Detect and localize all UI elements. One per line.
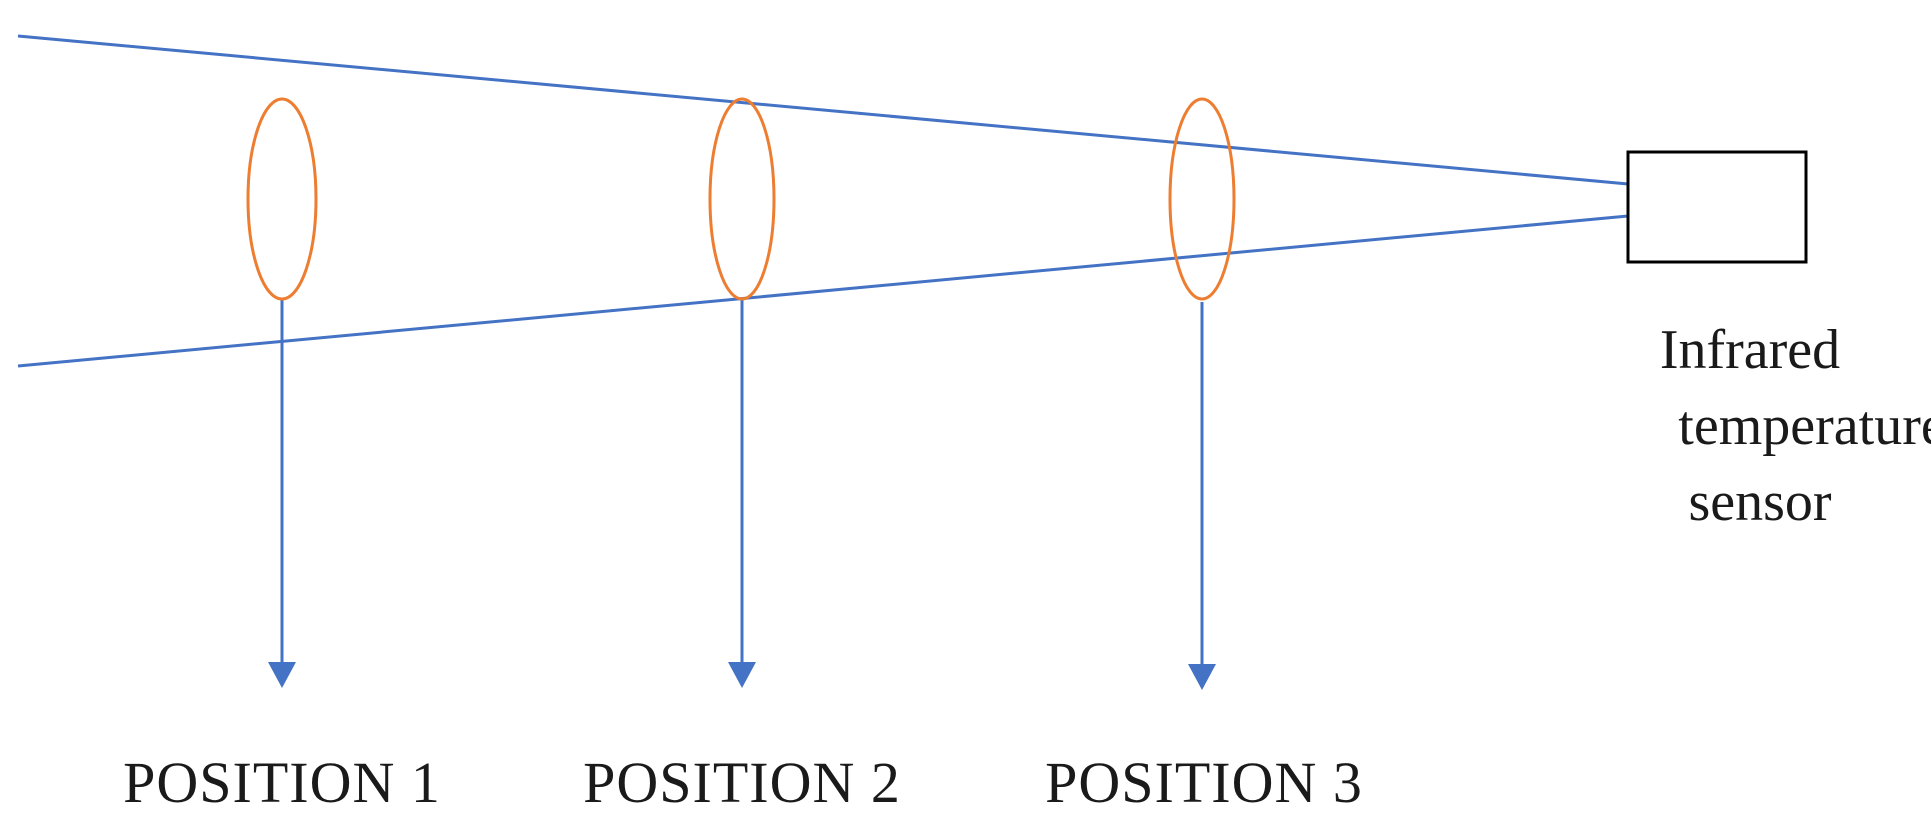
position-2-target-ellipse	[708, 97, 776, 301]
beam-lower-line	[17, 214, 1629, 368]
beam-upper-line	[17, 34, 1629, 186]
sensor-label: Infrared temperature sensor	[1660, 319, 1931, 533]
position-1-target-ellipse	[246, 97, 318, 301]
position-3-target-ellipse	[1168, 97, 1236, 301]
sensor-label-line-1: Infrared	[1660, 319, 1840, 381]
position-1-group: POSITION 1	[123, 97, 441, 815]
position-3-arrowhead-icon	[1188, 664, 1216, 690]
infrared-sensor-box	[1626, 150, 1808, 264]
position-2-label: POSITION 2	[583, 750, 901, 815]
position-3-group: POSITION 3	[1045, 97, 1363, 815]
position-1-arrowhead-icon	[268, 662, 296, 688]
position-1-label: POSITION 1	[123, 750, 441, 815]
position-2-arrowhead-icon	[728, 662, 756, 688]
sensor-label-line-2: temperature	[1678, 395, 1931, 457]
position-2-group: POSITION 2	[583, 97, 901, 815]
sensor-label-line-3: sensor	[1688, 471, 1831, 533]
position-3-label: POSITION 3	[1045, 750, 1363, 815]
